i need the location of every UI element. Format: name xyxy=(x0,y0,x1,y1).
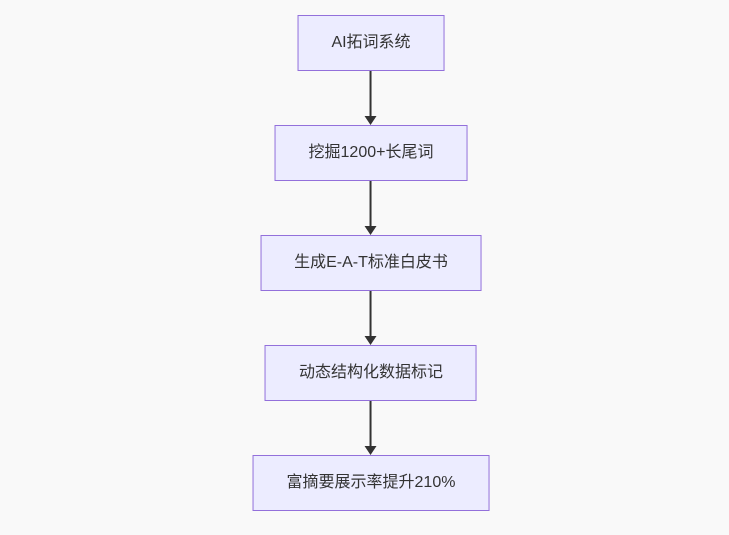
arrowhead-down-icon xyxy=(365,226,377,235)
flow-node-rich-snippet-result: 富摘要展示率提升210% xyxy=(252,455,490,511)
flow-node-label: 富摘要展示率提升210% xyxy=(286,474,456,491)
flow-node-eat-whitepaper: 生成E-A-T标准白皮书 xyxy=(260,235,482,291)
flow-arrow xyxy=(364,401,378,455)
arrow-line xyxy=(370,291,372,340)
flowchart: AI拓词系统 挖掘1200+长尾词 生成E-A-T标准白皮书 动态结构化数据标记… xyxy=(252,15,490,511)
flow-node-label: 生成E-A-T标准白皮书 xyxy=(294,254,448,271)
flow-arrow xyxy=(364,291,378,345)
flow-node-longtail-mining: 挖掘1200+长尾词 xyxy=(274,125,468,181)
arrow-line xyxy=(370,401,372,450)
flow-arrow xyxy=(364,181,378,235)
arrowhead-down-icon xyxy=(365,336,377,345)
arrowhead-down-icon xyxy=(365,116,377,125)
flow-node-structured-data-markup: 动态结构化数据标记 xyxy=(264,345,477,401)
flow-node-label: 挖掘1200+长尾词 xyxy=(308,144,434,161)
arrow-line xyxy=(370,181,372,230)
flow-node-ai-word-expansion: AI拓词系统 xyxy=(297,15,445,71)
arrow-line xyxy=(370,71,372,120)
flow-node-label: 动态结构化数据标记 xyxy=(298,364,443,381)
flow-arrow xyxy=(364,71,378,125)
flow-node-label: AI拓词系统 xyxy=(331,34,411,51)
arrowhead-down-icon xyxy=(365,446,377,455)
